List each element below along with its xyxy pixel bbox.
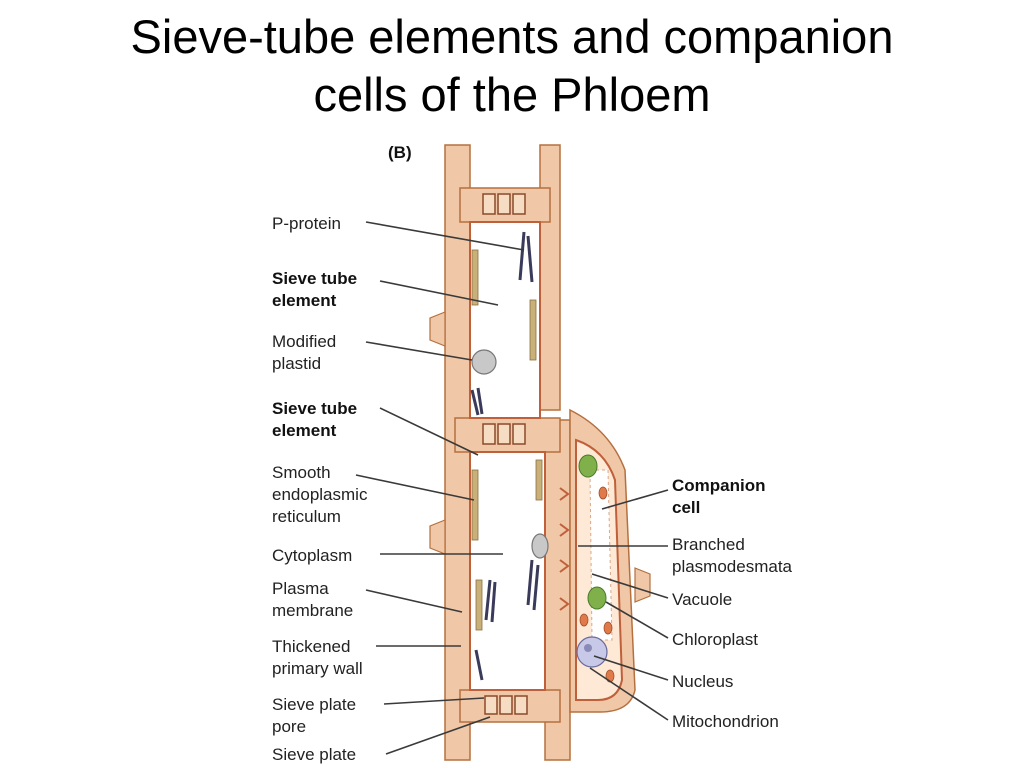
- label-left-8-line-0: Sieve plate: [272, 695, 356, 714]
- label-left-9: Sieve plate: [272, 745, 356, 764]
- p-protein: [470, 231, 540, 681]
- label-left-3-line-1: element: [272, 421, 337, 440]
- label-right-4: Nucleus: [672, 672, 733, 691]
- sieve-plate-pores: [482, 193, 528, 715]
- label-left-6-line-1: membrane: [272, 601, 353, 620]
- label-left-4-line-1: endoplasmic: [272, 485, 368, 504]
- label-left-1: Sieve tube element: [272, 269, 357, 310]
- label-left-1-line-1: element: [272, 291, 337, 310]
- sieve-tube-lumens: [469, 221, 546, 691]
- label-right-2: Vacuole: [672, 590, 732, 609]
- label-right-1: Branched plasmodesmata: [672, 535, 793, 576]
- label-left-8: Sieve plate pore: [272, 695, 356, 736]
- label-left-0-line-0: P-protein: [272, 214, 341, 233]
- label-left-4-line-2: reticulum: [272, 507, 341, 526]
- label-right-1-line-1: plasmodesmata: [672, 557, 793, 576]
- label-left-8-line-1: pore: [272, 717, 306, 736]
- leader-lines: [355, 221, 669, 755]
- slide-title: Sieve-tube elements and companion cells …: [0, 8, 1024, 124]
- label-left-2-line-1: plastid: [272, 354, 321, 373]
- companion-cell: [559, 438, 624, 701]
- title-line-2: cells of the Phloem: [313, 68, 711, 121]
- label-right-0-line-1: cell: [672, 498, 700, 517]
- label-left-5: Cytoplasm: [272, 546, 352, 565]
- label-right-5: Mitochondrion: [672, 712, 779, 731]
- modified-plastids: [471, 349, 549, 559]
- label-left-0: P-protein: [272, 214, 341, 233]
- label-left-4: Smooth endoplasmic reticulum: [272, 463, 368, 526]
- label-left-7-line-1: primary wall: [272, 659, 363, 678]
- title-line-1: Sieve-tube elements and companion: [130, 10, 894, 63]
- label-left-3-line-0: Sieve tube: [272, 399, 357, 418]
- label-right-2-line-0: Vacuole: [672, 590, 732, 609]
- label-left-7: Thickened primary wall: [272, 637, 363, 678]
- label-right-3-line-0: Chloroplast: [672, 630, 758, 649]
- label-right-3: Chloroplast: [672, 630, 758, 649]
- smooth-er: [471, 249, 543, 631]
- label-right-5-line-0: Mitochondrion: [672, 712, 779, 731]
- label-left-2: Modified plastid: [272, 332, 336, 373]
- label-left-3: Sieve tube element: [272, 399, 357, 440]
- label-left-5-line-0: Cytoplasm: [272, 546, 352, 565]
- label-right-0-line-0: Companion: [672, 476, 766, 495]
- label-left-6-line-0: Plasma: [272, 579, 329, 598]
- label-right-0: Companion cell: [672, 476, 766, 517]
- label-left-4-line-0: Smooth: [272, 463, 331, 482]
- label-left-9-line-0: Sieve plate: [272, 745, 356, 764]
- panel-label: (B): [388, 143, 412, 162]
- label-left-7-line-0: Thickened: [272, 637, 350, 656]
- label-right-1-line-0: Branched: [672, 535, 745, 554]
- label-left-2-line-0: Modified: [272, 332, 336, 351]
- label-right-4-line-0: Nucleus: [672, 672, 733, 691]
- label-left-6: Plasma membrane: [272, 579, 353, 620]
- label-left-1-line-0: Sieve tube: [272, 269, 357, 288]
